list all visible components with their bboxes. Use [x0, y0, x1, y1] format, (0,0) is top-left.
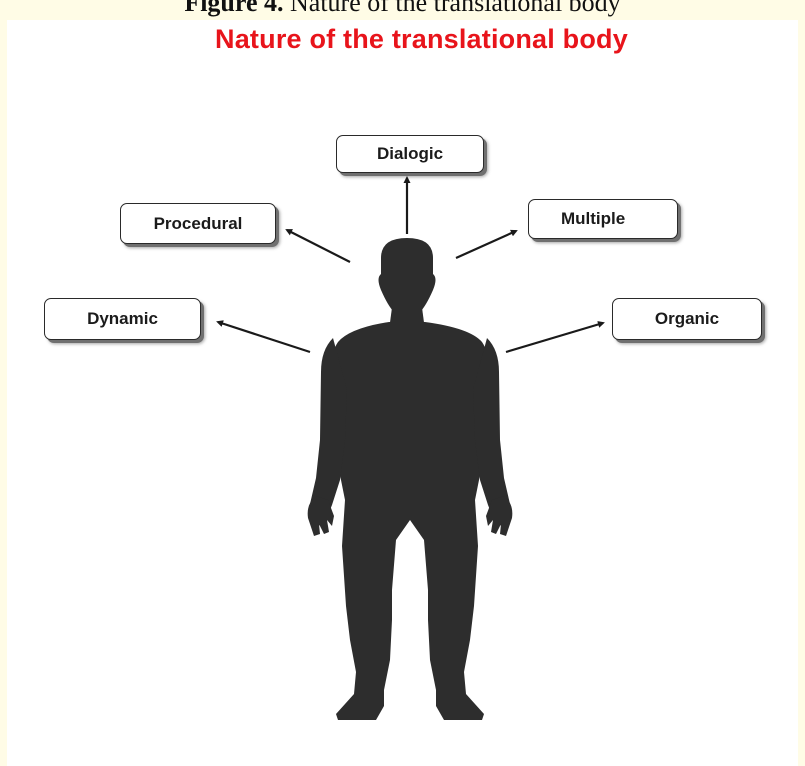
arrow-to-multiple: [456, 231, 516, 258]
node-multiple: Multiple: [528, 199, 678, 239]
node-procedural-label: Procedural: [154, 214, 243, 234]
node-dialogic-label: Dialogic: [377, 144, 443, 164]
arrow-to-procedural: [287, 230, 350, 262]
node-dynamic-label: Dynamic: [87, 309, 158, 329]
node-dynamic: Dynamic: [44, 298, 201, 340]
node-organic: Organic: [612, 298, 762, 340]
node-multiple-label: Multiple: [561, 209, 625, 229]
node-organic-label: Organic: [655, 309, 719, 329]
node-procedural: Procedural: [120, 203, 276, 244]
arrow-to-organic: [506, 323, 603, 352]
human-silhouette: [308, 238, 513, 720]
node-dialogic: Dialogic: [336, 135, 484, 173]
arrow-to-dynamic: [218, 322, 310, 352]
